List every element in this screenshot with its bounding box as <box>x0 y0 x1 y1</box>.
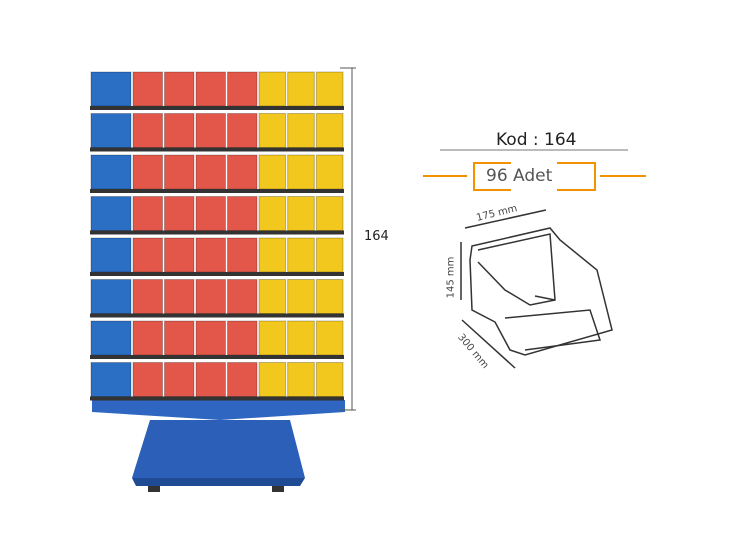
storage-bin <box>132 279 163 314</box>
rack-rail <box>90 355 344 359</box>
storage-bin <box>132 71 163 107</box>
rack-rail <box>90 230 344 235</box>
rack-rail <box>90 147 344 152</box>
storage-bin <box>195 113 226 148</box>
storage-bin <box>164 362 195 397</box>
storage-bin <box>132 196 163 231</box>
quantity-bracket <box>423 162 646 191</box>
storage-bin <box>164 154 195 190</box>
product-code: Kod : 164 <box>496 130 577 150</box>
storage-bin <box>258 113 287 148</box>
storage-bin <box>287 71 315 107</box>
storage-bin <box>132 154 163 190</box>
storage-bin <box>315 320 344 356</box>
storage-bin <box>315 279 344 314</box>
storage-bin <box>258 154 287 190</box>
storage-bin <box>90 237 132 273</box>
storage-bin <box>287 237 315 273</box>
storage-bin <box>195 279 226 314</box>
storage-bin <box>315 362 344 397</box>
storage-bin <box>227 154 258 190</box>
storage-bin <box>315 113 344 148</box>
storage-bin <box>227 196 258 231</box>
rack-base-platform <box>92 400 345 420</box>
storage-bin <box>315 154 344 190</box>
storage-bin <box>132 320 163 356</box>
storage-bin <box>287 320 315 356</box>
storage-bin <box>287 196 315 231</box>
storage-bin <box>258 279 287 314</box>
storage-bin <box>258 71 287 107</box>
rack-rail <box>90 313 344 318</box>
storage-bin <box>90 196 132 231</box>
rack-height-label: 164 <box>364 229 389 244</box>
storage-bin <box>132 237 163 273</box>
storage-bin <box>227 113 258 148</box>
storage-bin <box>195 320 226 356</box>
storage-bin <box>227 71 258 107</box>
storage-bin <box>258 362 287 397</box>
rack-rail <box>90 106 344 110</box>
storage-bin <box>287 362 315 397</box>
storage-bin <box>90 362 132 397</box>
storage-bin <box>90 113 132 148</box>
storage-bin <box>164 196 195 231</box>
bin-line-drawing <box>460 209 613 369</box>
storage-bin <box>227 320 258 356</box>
storage-bin <box>164 71 195 107</box>
storage-bin <box>90 320 132 356</box>
storage-bin <box>258 196 287 231</box>
rack-rail <box>90 396 344 401</box>
storage-bin <box>315 196 344 231</box>
storage-bin <box>227 362 258 397</box>
storage-bin <box>195 154 226 190</box>
storage-bin <box>287 113 315 148</box>
storage-bin <box>227 279 258 314</box>
storage-bin <box>90 71 132 107</box>
storage-bin <box>164 320 195 356</box>
storage-bin <box>195 71 226 107</box>
storage-bin <box>195 237 226 273</box>
rack-rail <box>90 272 344 276</box>
dimension-height: 145 mm <box>445 256 457 299</box>
storage-bin <box>315 237 344 273</box>
bin-quantity: 96 Adet <box>486 166 553 186</box>
storage-bin <box>132 113 163 148</box>
storage-bin <box>132 362 163 397</box>
rack-rail <box>90 189 344 193</box>
storage-bin <box>90 154 132 190</box>
storage-bin <box>287 154 315 190</box>
storage-bin <box>164 279 195 314</box>
storage-bin <box>227 237 258 273</box>
storage-bin <box>258 237 287 273</box>
rack-pedestal <box>132 420 305 492</box>
storage-bin <box>195 196 226 231</box>
storage-bin <box>287 279 315 314</box>
storage-bin <box>258 320 287 356</box>
storage-bin <box>195 362 226 397</box>
storage-bin <box>164 237 195 273</box>
height-dimension-line <box>340 67 356 411</box>
storage-bin <box>315 71 344 107</box>
bin-grid <box>90 71 344 401</box>
storage-bin <box>164 113 195 148</box>
storage-bin <box>90 279 132 314</box>
